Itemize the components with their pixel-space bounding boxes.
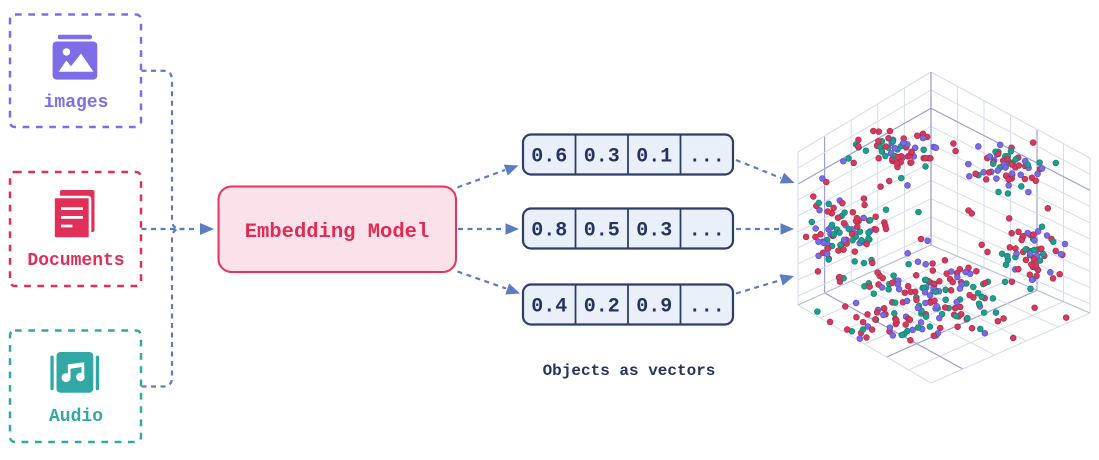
svg-text:...: ...: [689, 146, 725, 169]
svg-text:0.8: 0.8: [531, 220, 567, 243]
svg-text:0.5: 0.5: [584, 220, 620, 243]
svg-text:Objects as vectors: Objects as vectors: [543, 362, 716, 380]
svg-text:0.1: 0.1: [636, 146, 672, 169]
svg-text:Audio: Audio: [49, 407, 103, 427]
svg-text:0.9: 0.9: [636, 296, 672, 319]
svg-text:...: ...: [689, 220, 725, 243]
svg-text:0.3: 0.3: [584, 146, 620, 169]
svg-text:0.3: 0.3: [636, 220, 672, 243]
svg-text:Documents: Documents: [27, 251, 124, 271]
svg-text:0.2: 0.2: [584, 296, 620, 319]
svg-text:0.6: 0.6: [531, 146, 567, 169]
svg-text:Embedding Model: Embedding Model: [245, 221, 430, 244]
svg-text:0.4: 0.4: [531, 296, 567, 319]
svg-text:images: images: [44, 93, 109, 113]
svg-text:...: ...: [689, 296, 725, 319]
